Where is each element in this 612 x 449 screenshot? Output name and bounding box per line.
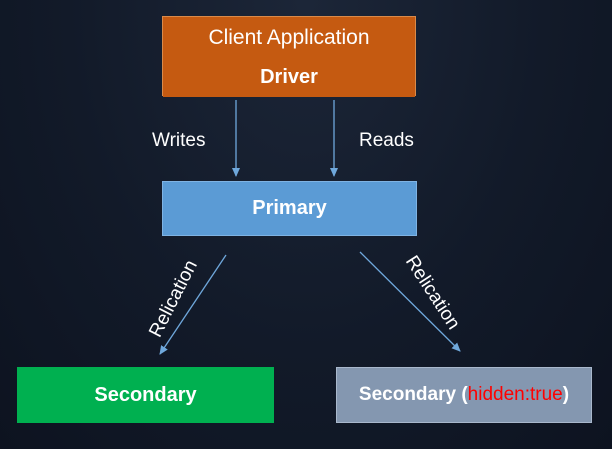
- reads-label: Reads: [359, 130, 414, 151]
- driver-label: Driver: [163, 58, 415, 97]
- primary-node: Primary: [162, 181, 417, 236]
- client-application-node: Client Application Driver: [162, 16, 416, 97]
- hidden-secondary-node: Secondary (hidden:true): [336, 367, 592, 423]
- hidden-open-paren: (: [456, 384, 468, 405]
- hidden-secondary-label: Secondary: [358, 384, 457, 405]
- secondary-node: Secondary: [17, 367, 274, 423]
- client-application-title: Client Application: [163, 17, 415, 59]
- hidden-close-paren: ): [562, 384, 570, 405]
- replication-right-arrow: [359, 251, 461, 352]
- writes-label: Writes: [152, 130, 206, 151]
- hidden-flag-label: hidden:true: [467, 384, 563, 405]
- replication-left-arrow: [159, 254, 227, 355]
